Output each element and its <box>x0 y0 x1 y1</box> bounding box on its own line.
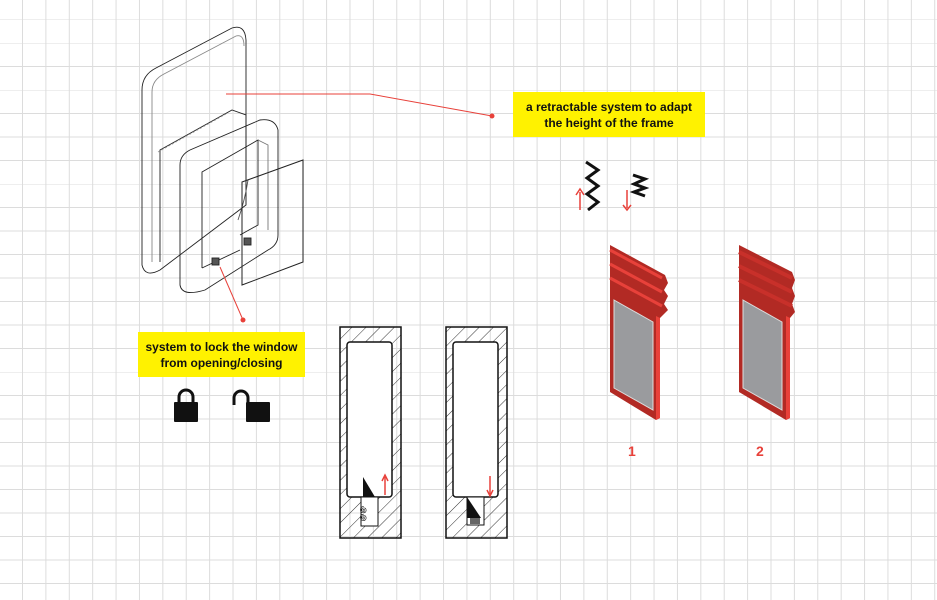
leader-line-retractable <box>226 93 495 119</box>
leader-line-lock <box>219 266 246 323</box>
label-line: system to lock the window <box>145 339 298 354</box>
exploded-frame-drawing <box>141 26 304 294</box>
spring-compressed-icon <box>622 173 650 212</box>
lock-open-icon <box>232 389 270 422</box>
label-line: a retractable system to adapt <box>525 99 693 114</box>
red-frame-variant-2 <box>738 245 795 420</box>
variant-number-2: 2 <box>756 443 764 459</box>
lock-closed-icon <box>174 388 198 422</box>
variant-number-1: 1 <box>628 443 636 459</box>
section-view-unlocked: ꩜꩜ <box>339 326 402 539</box>
section-view-locked <box>445 326 508 539</box>
red-frame-variant-1 <box>609 245 668 420</box>
svg-text:꩜꩜: ꩜꩜ <box>359 506 368 522</box>
spring-extended-icon <box>575 160 601 212</box>
retractable-system-label: a retractable system to adapt the height… <box>513 92 705 137</box>
label-line: from opening/closing <box>160 355 283 370</box>
label-line: the height of the frame <box>544 115 674 130</box>
lock-system-label: system to lock the window from opening/c… <box>138 332 305 377</box>
